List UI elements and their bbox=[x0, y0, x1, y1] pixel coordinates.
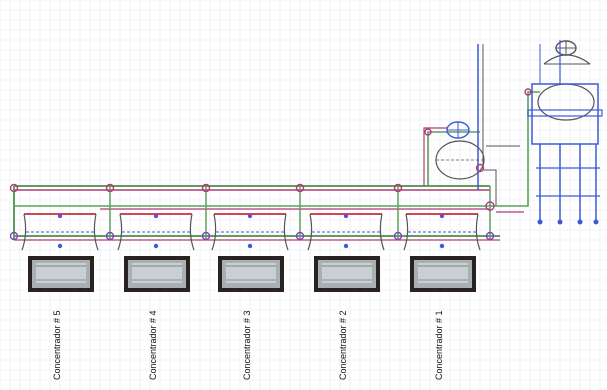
tray-left-wall bbox=[117, 213, 123, 251]
concentrator-units: Concentrador # 5 Concentrador # 4 Concentr… bbox=[21, 213, 481, 380]
link-to-large-tank bbox=[490, 91, 540, 207]
valve-icon bbox=[524, 88, 532, 96]
tray-left-wall bbox=[307, 213, 313, 251]
concentrator-label: Concentrador # 3 bbox=[242, 310, 252, 380]
fittings bbox=[9, 88, 532, 241]
concentrator-unit: Concentrador # 5 bbox=[21, 213, 99, 380]
small-tank bbox=[435, 121, 485, 180]
photo-pan-inner bbox=[36, 263, 86, 283]
concentrator-label: Concentrador # 2 bbox=[338, 310, 348, 380]
valve-icon bbox=[105, 183, 115, 193]
photo-pan-inner bbox=[418, 263, 468, 283]
concentrator-unit: Concentrador # 1 bbox=[403, 213, 481, 380]
valve-icon bbox=[393, 183, 403, 193]
inlet-icon bbox=[153, 213, 159, 219]
concentrator-unit: Concentrador # 4 bbox=[117, 213, 195, 380]
large-tank-body bbox=[537, 83, 595, 121]
inlet-icon bbox=[247, 213, 253, 219]
tray-left-wall bbox=[21, 213, 27, 251]
concentrator-label: Concentrador # 5 bbox=[52, 310, 62, 380]
tray-right-wall bbox=[93, 213, 99, 251]
feed-to-small-tank-magenta bbox=[423, 127, 448, 186]
valve-icon bbox=[393, 231, 403, 241]
valve-icon bbox=[475, 163, 485, 173]
valve-icon bbox=[201, 183, 211, 193]
concentrator-label: Concentrador # 1 bbox=[434, 310, 444, 380]
large-tank-frame bbox=[531, 83, 599, 145]
tray-right-wall bbox=[379, 213, 385, 251]
feed-to-small-tank bbox=[427, 131, 480, 186]
inlet-icon bbox=[343, 213, 349, 219]
inlet-icon bbox=[57, 213, 63, 219]
tray-left-wall bbox=[211, 213, 217, 251]
pipe-network bbox=[13, 44, 540, 241]
valve-icon bbox=[485, 201, 495, 211]
outlet-icon bbox=[439, 243, 445, 249]
tray-left-wall bbox=[403, 213, 409, 251]
concentrator-unit: Concentrador # 2 bbox=[307, 213, 385, 380]
large-tank-head bbox=[543, 54, 591, 65]
tray-right-wall bbox=[283, 213, 289, 251]
outlet-icon bbox=[343, 243, 349, 249]
outlet-icon bbox=[57, 243, 63, 249]
tray-right-wall bbox=[475, 213, 481, 251]
valve-icon bbox=[295, 231, 305, 241]
valve-icon bbox=[105, 231, 115, 241]
outlet-icon bbox=[153, 243, 159, 249]
outlet-icon bbox=[247, 243, 253, 249]
valve-icon bbox=[295, 183, 305, 193]
tray-right-wall bbox=[189, 213, 195, 251]
valve-icon bbox=[485, 231, 495, 241]
photo-pan-inner bbox=[132, 263, 182, 283]
valve-icon bbox=[9, 231, 19, 241]
valve-icon bbox=[9, 183, 19, 193]
small-tank-riser-2 bbox=[482, 44, 497, 206]
photo-pan-inner bbox=[322, 263, 372, 283]
valve-icon bbox=[201, 231, 211, 241]
valve-icon bbox=[424, 128, 432, 136]
concentrator-label: Concentrador # 4 bbox=[148, 310, 158, 380]
photo-pan-inner bbox=[226, 263, 276, 283]
inlet-icon bbox=[439, 213, 445, 219]
concentrator-unit: Concentrador # 3 bbox=[211, 213, 289, 380]
large-tank bbox=[527, 40, 603, 225]
